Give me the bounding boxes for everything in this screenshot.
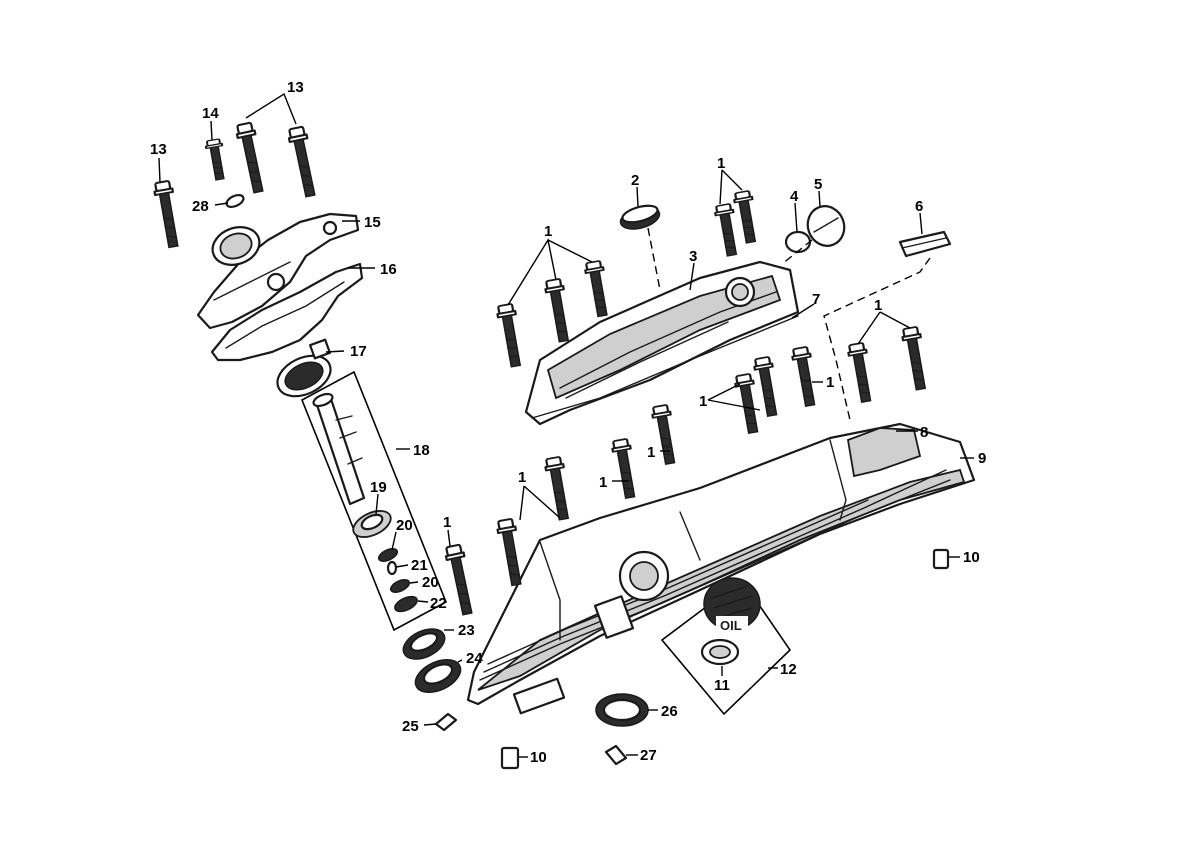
label-10-bottom: 10 [530, 749, 547, 766]
label-11: 11 [714, 677, 730, 694]
oil-cap-text: OIL [720, 618, 742, 633]
label-1-center: 1 [647, 444, 655, 461]
washer-28 [225, 193, 245, 209]
gasket-16 [210, 262, 364, 362]
bolt-14 [204, 137, 229, 182]
clip-25 [434, 712, 458, 732]
o-ring-4 [784, 230, 812, 254]
label-2: 2 [631, 172, 639, 189]
label-15: 15 [364, 214, 381, 231]
bolt-13-right [286, 125, 321, 199]
label-25: 25 [402, 718, 419, 735]
bolt-1-b [543, 277, 574, 344]
cylinder-head-cover-3 [524, 260, 800, 426]
callout-labels: 13 14 13 28 15 16 17 18 19 20 21 20 22 2… [150, 79, 986, 766]
bolt-1-l [790, 345, 821, 409]
bolt-1-h [610, 437, 641, 501]
label-10-right: 10 [963, 549, 980, 566]
label-13-top: 13 [287, 79, 304, 96]
label-1-top: 1 [717, 155, 725, 172]
label-22: 22 [430, 595, 447, 612]
label-8: 8 [920, 424, 928, 441]
bearing-19 [352, 510, 392, 538]
guide-line-4-5 [781, 239, 813, 265]
cap-5 [806, 205, 846, 247]
upper-cover-assembly [495, 189, 952, 426]
cylinder-head-9 [466, 422, 976, 715]
label-12: 12 [780, 661, 797, 678]
label-1-lower: 1 [518, 469, 526, 486]
bolt-1-lower-left [443, 543, 478, 617]
bolt-1-n [900, 325, 931, 392]
bolt-1-g [543, 455, 574, 522]
label-14: 14 [202, 105, 219, 122]
clip-27 [604, 744, 628, 766]
label-28: 28 [192, 198, 209, 215]
label-1-mid-right: 1 [826, 374, 834, 391]
bolt-1-m [846, 341, 877, 405]
label-21: 21 [411, 557, 428, 574]
label-20-lower: 20 [422, 574, 439, 591]
label-4: 4 [790, 188, 799, 205]
label-26: 26 [661, 703, 678, 720]
bolt-1-e [732, 189, 761, 245]
bolt-1-d [713, 202, 742, 258]
bolt-1-c [583, 259, 613, 319]
washer-22 [394, 595, 418, 613]
label-20-upper: 20 [396, 517, 413, 534]
label-24: 24 [466, 650, 483, 667]
bolt-13-left [152, 179, 184, 250]
leader-lines [158, 92, 974, 758]
label-6: 6 [915, 198, 923, 215]
bolt-13-mid [234, 121, 269, 195]
label-5: 5 [814, 176, 822, 193]
guide-line-2 [647, 227, 661, 291]
label-16: 16 [380, 261, 397, 278]
label-18: 18 [413, 442, 430, 459]
thermostat-assembly [152, 121, 478, 732]
thermostat-housing-15 [196, 212, 360, 330]
ring-20-upper [377, 548, 399, 562]
bolt-1-k [752, 355, 783, 419]
block-6 [898, 230, 952, 258]
frame-18 [300, 370, 448, 632]
bolt-1-a [495, 302, 526, 369]
label-7: 7 [812, 291, 820, 308]
label-1-lower-left: 1 [443, 514, 451, 531]
grommet-2 [619, 204, 661, 230]
plug-10-right [932, 548, 950, 570]
water-pump-shaft [312, 392, 366, 506]
gasket-26 [595, 693, 649, 727]
label-27: 27 [640, 747, 657, 764]
label-1-upper-left: 1 [544, 223, 552, 240]
label-9: 9 [978, 450, 986, 467]
bolt-1-j [733, 372, 764, 436]
clip-21 [386, 560, 398, 576]
seal-23 [402, 628, 446, 660]
label-1-mid-left: 1 [699, 393, 707, 410]
guide-line-6 [823, 257, 931, 421]
label-13-left: 13 [150, 141, 167, 158]
label-3: 3 [689, 248, 697, 265]
label-19: 19 [370, 479, 387, 496]
label-17: 17 [350, 343, 367, 360]
oil-cap-assembly: OIL [660, 577, 792, 716]
seal-24 [414, 659, 462, 693]
label-1-right: 1 [874, 297, 882, 314]
label-1-center-low: 1 [599, 474, 607, 491]
label-23: 23 [458, 622, 475, 639]
ring-20-lower [389, 579, 411, 593]
oil-cap-11: OIL [700, 577, 761, 666]
thermostat-17 [276, 338, 332, 398]
plug-10-bottom [500, 746, 520, 770]
